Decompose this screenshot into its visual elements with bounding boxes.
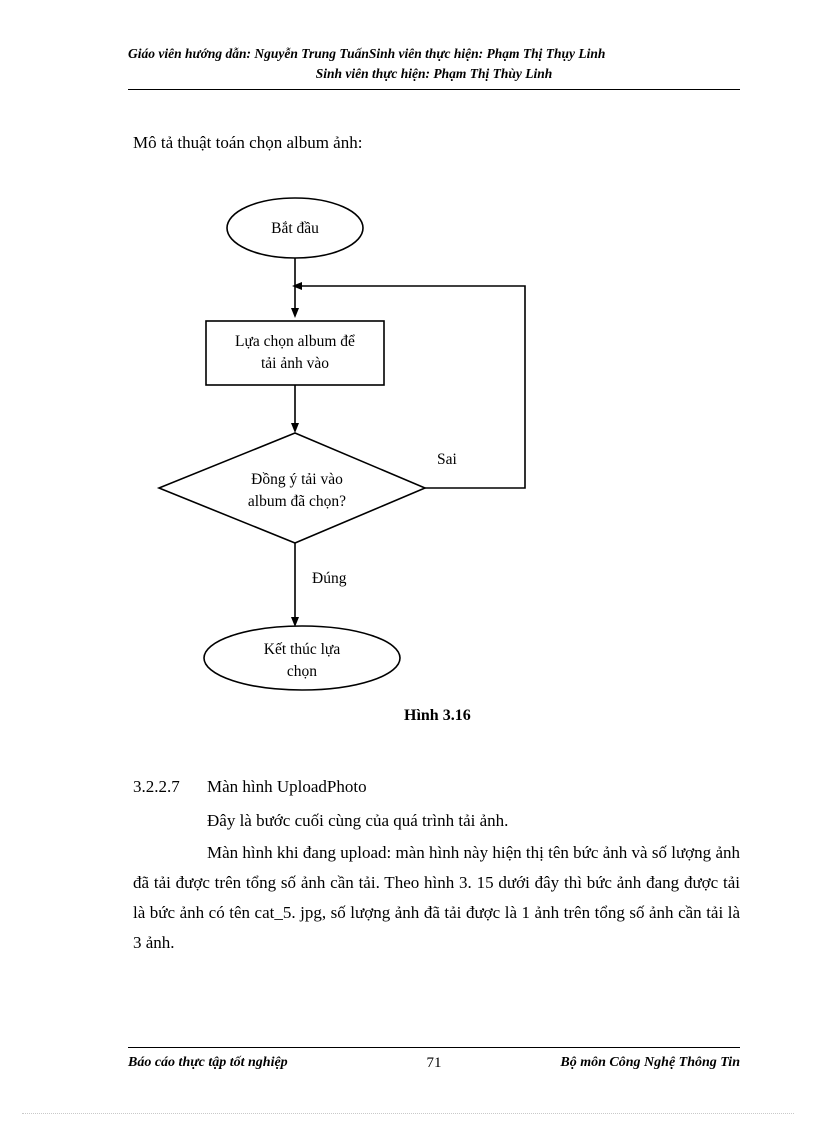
flowchart-branch-false-label: Sai xyxy=(437,451,458,468)
header-divider xyxy=(128,89,740,90)
page-header: Giáo viên hướng dẫn: Nguyễn Trung TuấnSi… xyxy=(128,44,740,84)
flowchart-decision-label-line2: album đã chọn? xyxy=(248,493,346,510)
footer-left-text: Báo cáo thực tập tốt nghiệp xyxy=(128,1055,288,1070)
flowchart-process-label-line2: tải ảnh vào xyxy=(261,355,329,372)
section-number: 3.2.2.7 xyxy=(133,777,180,796)
footer-right-text: Bộ môn Công Nghệ Thông Tin xyxy=(560,1055,740,1070)
footer-page-number: 71 xyxy=(426,1055,442,1071)
flowchart-decision-node xyxy=(156,432,428,544)
flowchart-branch-true-label: Đúng xyxy=(312,570,347,587)
paragraph-2: Màn hình khi đang upload: màn hình này h… xyxy=(133,843,740,952)
flowchart-start-label: Bắt đầu xyxy=(271,220,319,237)
flowchart-decision-label-line1: Đồng ý tải vào xyxy=(251,471,343,488)
connector-false-feedback-loop xyxy=(292,282,526,489)
intro-text: Mô tả thuật toán chọn album ảnh: xyxy=(133,133,363,152)
header-line-supervisor: Giáo viên hướng dẫn: Nguyễn Trung TuấnSi… xyxy=(128,46,606,61)
flowchart-end-label-line1: Kết thúc lựa xyxy=(264,641,341,658)
footer-divider xyxy=(128,1047,740,1048)
flowchart-process-label-line1: Lựa chọn album để xyxy=(235,333,355,350)
section-title: Màn hình UploadPhoto xyxy=(207,777,367,796)
flowchart-diagram: Bắt đầu Lựa chọn album để tải ảnh vào Đồ… xyxy=(140,190,570,710)
flowchart-end-node xyxy=(203,625,401,691)
figure-caption: Hình 3.16 xyxy=(404,707,471,724)
flowchart-process-node xyxy=(205,320,385,386)
flowchart-end-label-line2: chọn xyxy=(287,663,317,680)
page-footer: Báo cáo thực tập tốt nghiệp 71 Bộ môn Cô… xyxy=(128,1055,740,1077)
section-heading: 3.2.2.7 Màn hình UploadPhoto xyxy=(133,777,367,797)
paragraph-1: Đây là bước cuối cùng của quá trình tải … xyxy=(207,811,509,830)
scan-artifact-line xyxy=(22,1113,794,1114)
header-line-student: Sinh viên thực hiện: Phạm Thị Thùy Linh xyxy=(315,66,553,81)
